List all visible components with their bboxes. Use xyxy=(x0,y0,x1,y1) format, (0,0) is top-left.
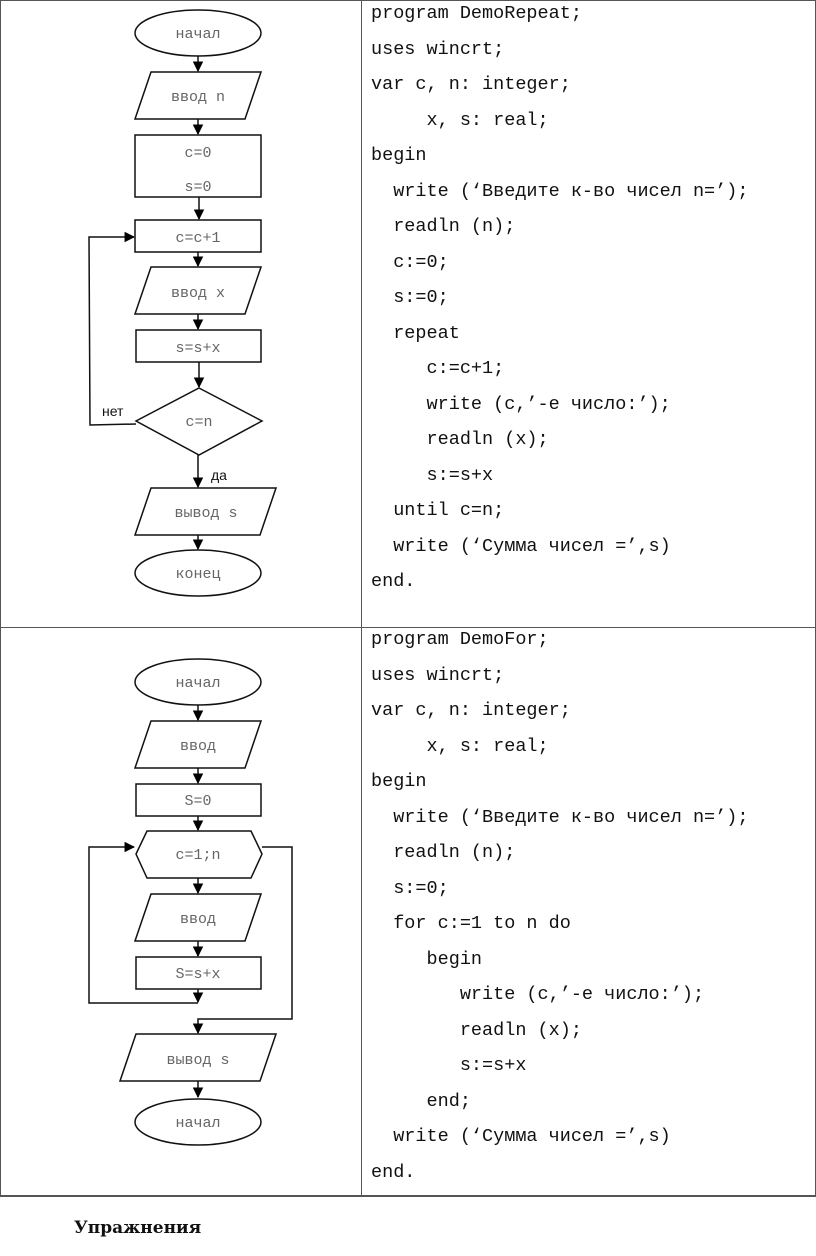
code-line: begin xyxy=(371,948,483,970)
code-line: write (‘Сумма чисел =’,s) xyxy=(371,1126,671,1147)
code-line: program DemoFor; xyxy=(371,629,549,650)
output-label-2: вывод s xyxy=(166,1052,229,1069)
input-x-parallelogram-2 xyxy=(133,893,263,942)
loop-hexagon xyxy=(135,830,263,879)
increment-label: c=c+1 xyxy=(175,230,220,247)
accumulate-process-2 xyxy=(135,956,262,990)
accumulate-label-2: S=s+x xyxy=(175,966,220,983)
end-label: конец xyxy=(175,566,220,583)
code-line: begin xyxy=(371,771,427,792)
start-label-2: начал xyxy=(175,675,220,692)
output-label: вывод s xyxy=(174,505,237,522)
code-line: write (‘Введите к-во чисел n=’); xyxy=(371,806,749,828)
start-label: начал xyxy=(175,26,220,43)
code-line: s:=s+x xyxy=(371,1055,527,1076)
table-border-top xyxy=(0,0,816,1)
condition-decision xyxy=(134,387,264,456)
input-n-label: ввод n xyxy=(171,89,225,106)
init-label-s: s=0 xyxy=(184,179,211,196)
code-line: repeat xyxy=(371,322,460,344)
output-parallelogram xyxy=(133,487,278,536)
end-label-2: начал xyxy=(175,1115,220,1132)
loop-back-connector-2 xyxy=(88,841,198,1004)
accumulate-label: s=s+x xyxy=(175,340,220,357)
end-terminal-2 xyxy=(134,1098,262,1146)
accumulate-process xyxy=(135,329,262,363)
table-column-divider xyxy=(361,0,362,1196)
flowcharts: начал ввод n c=0 s=0 c=c+1 ввод x s=s+x … xyxy=(88,9,293,1146)
code-line: var c, n: integer; xyxy=(371,74,571,95)
input-label-2: ввод xyxy=(180,738,216,755)
code-line: end. xyxy=(371,1161,416,1183)
code-line: program DemoRepeat; xyxy=(371,3,582,24)
code-line: write (c,’-е число:’); xyxy=(371,393,671,415)
input-x-label-2: ввод xyxy=(180,911,216,928)
init-process xyxy=(134,134,262,198)
code-line: readln (x); xyxy=(371,429,549,450)
branch-yes-label: да xyxy=(211,467,227,483)
table-border-left xyxy=(0,0,1,1196)
init-label-c: c=0 xyxy=(184,145,211,162)
code-line: c:=0; xyxy=(371,251,449,273)
code-line: end. xyxy=(371,571,416,592)
code-line: uses wincrt; xyxy=(371,664,505,686)
code-line: readln (n); xyxy=(371,842,516,863)
table-row-divider xyxy=(0,627,816,628)
code-line: x, s: real; xyxy=(371,109,549,131)
code-line: s:=0; xyxy=(371,877,449,899)
code-line: readln (n); xyxy=(371,216,516,237)
input-n-parallelogram xyxy=(133,71,263,120)
code-line: var c, n: integer; xyxy=(371,700,571,721)
input-parallelogram-2 xyxy=(133,720,263,769)
code-line: write (‘Введите к-во чисел n=’); xyxy=(371,180,749,202)
code-line: for c:=1 to n do xyxy=(371,913,571,934)
init-label-2: S=0 xyxy=(184,793,211,810)
code-line: until c=n; xyxy=(371,500,505,521)
code-line: s:=s+x xyxy=(371,464,494,486)
input-x-label: ввод x xyxy=(171,285,225,302)
loop-back-connector xyxy=(88,231,137,426)
loop-exit-connector xyxy=(192,846,293,1035)
init-process-2 xyxy=(135,783,262,817)
output-parallelogram-2 xyxy=(118,1033,278,1082)
code-line: c:=c+1; xyxy=(371,358,505,379)
code-line: readln (x); xyxy=(371,1019,582,1041)
code-line: write (‘Сумма чисел =’,s) xyxy=(371,535,671,557)
end-terminal xyxy=(134,549,262,597)
section-heading: Упражнения xyxy=(74,1218,202,1238)
loop-label: c=1;n xyxy=(175,847,220,864)
code-line: uses wincrt; xyxy=(371,38,505,60)
branch-no-label: нет xyxy=(102,403,124,419)
condition-label: c=n xyxy=(185,414,212,431)
input-x-parallelogram xyxy=(133,266,263,315)
table-border-bottom xyxy=(0,1195,816,1197)
code-line: begin xyxy=(371,145,427,166)
code-line: x, s: real; xyxy=(371,735,549,757)
code-line: s:=0; xyxy=(371,287,449,308)
code-line: write (c,’-е число:’); xyxy=(371,984,705,1005)
code-line: end; xyxy=(371,1090,471,1112)
